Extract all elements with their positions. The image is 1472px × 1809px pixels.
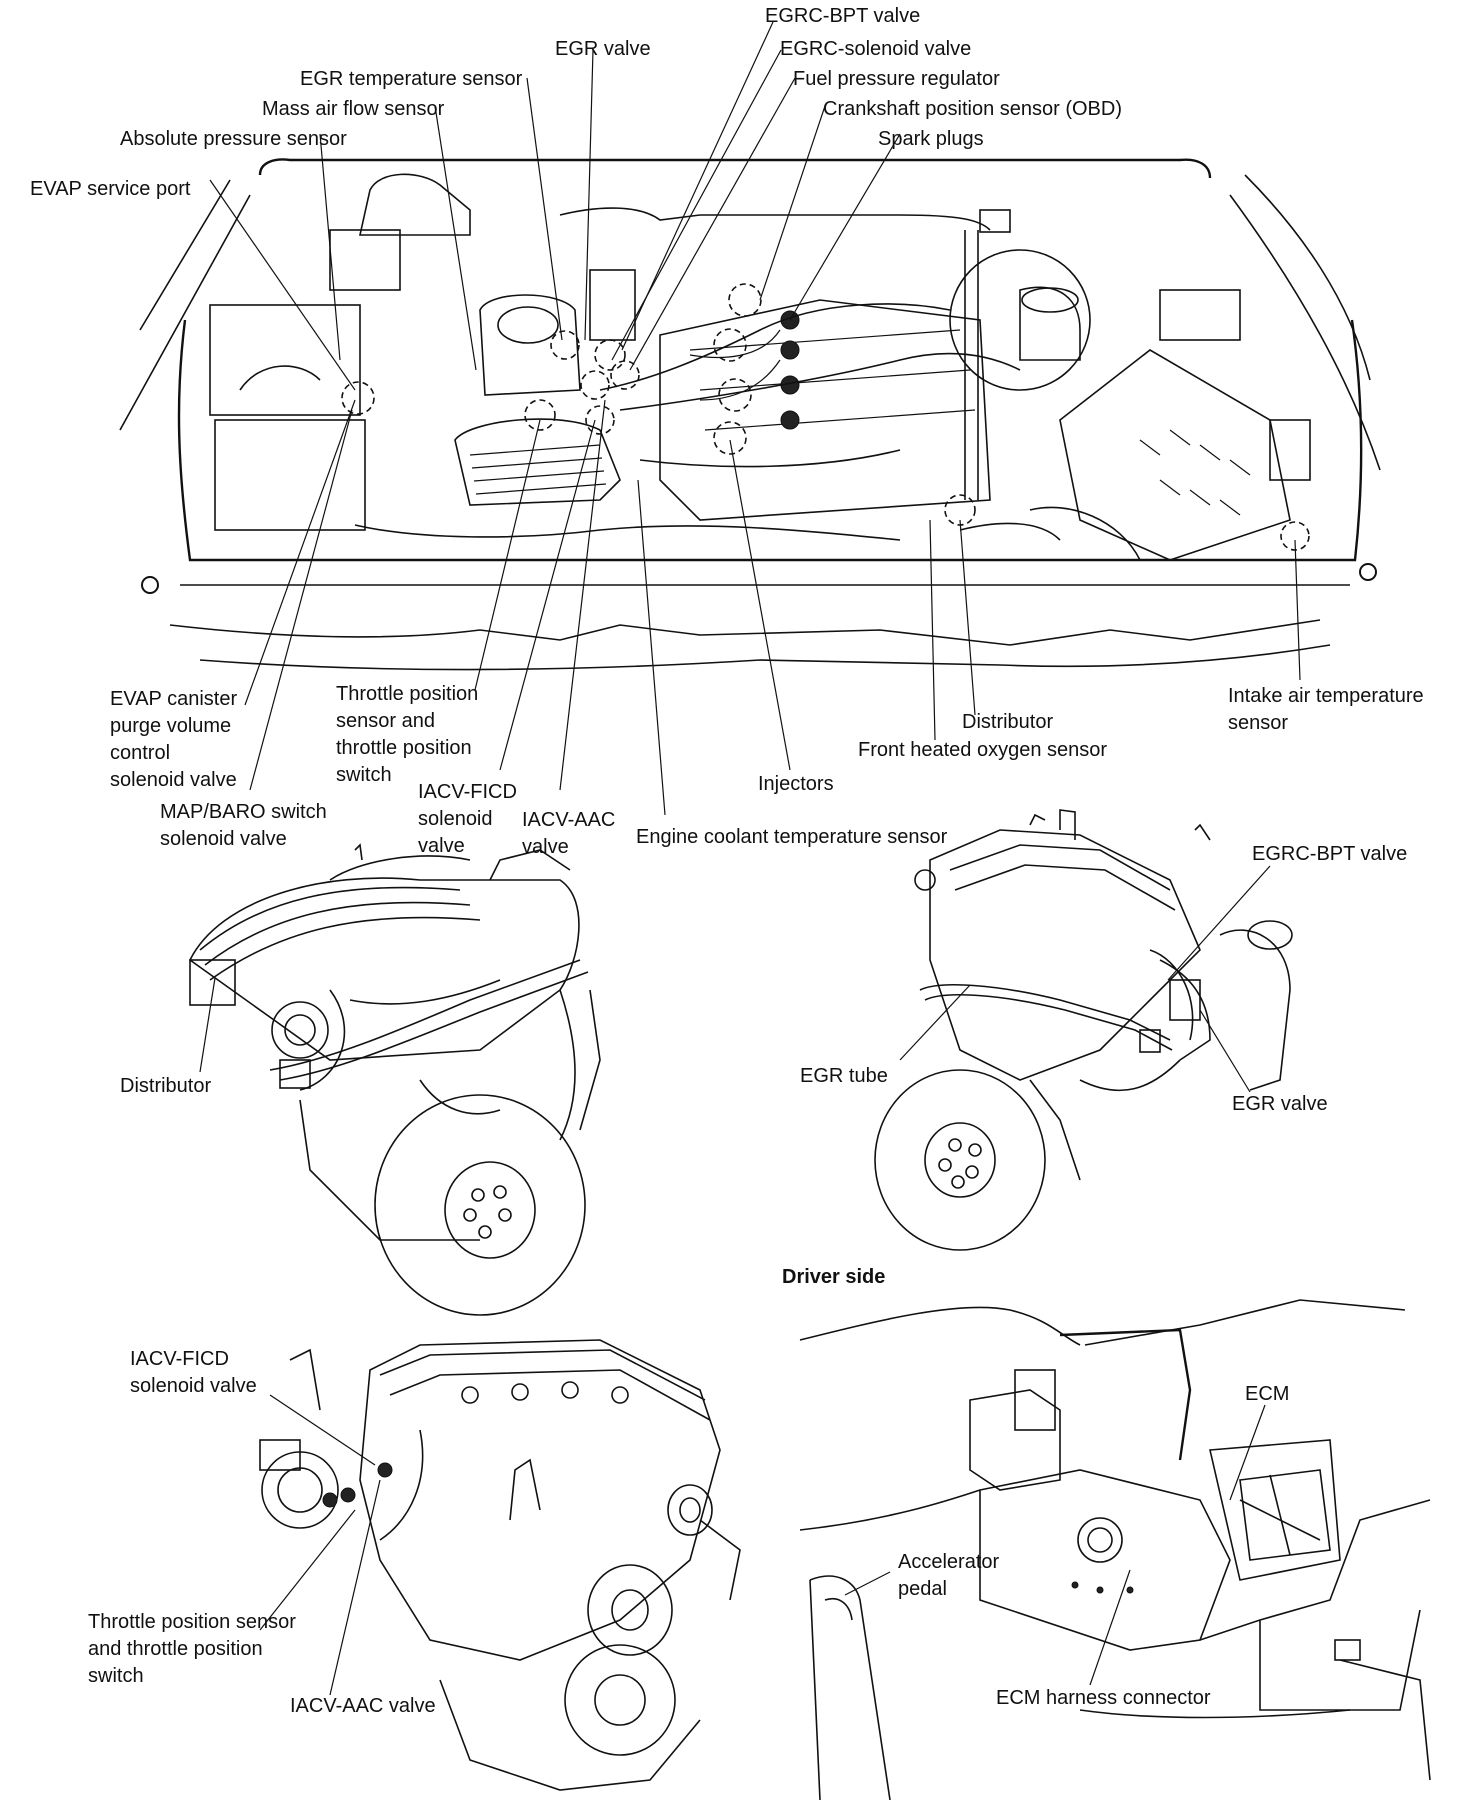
label-iacv-ficd-top: IACV-FICD solenoid valve	[418, 781, 522, 857]
label-egrc-bpt-valve: EGRC-BPT valve	[765, 5, 920, 27]
label-ecm-harness-connector: ECM harness connector	[996, 1687, 1211, 1709]
label-egr-valve: EGR valve	[555, 38, 651, 60]
label-distributor: Distributor	[962, 711, 1053, 733]
engine-compartment-illustration	[119, 21, 1381, 816]
engine-bottom-labels: IACV-FICD solenoid valve Throttle positi…	[88, 1348, 436, 1717]
label-evap-canister: EVAP canister purge volume control solen…	[110, 688, 243, 791]
label-intake-air-temperature-sensor: Intake air temperature sensor	[1228, 685, 1429, 734]
label-egr-temperature-sensor: EGR temperature sensor	[300, 68, 523, 90]
label-spark-plugs: Spark plugs	[878, 128, 984, 150]
label-throttle-position-sensor: Throttle position sensor and throttle po…	[336, 683, 484, 786]
label-engine-coolant-temperature-sensor: Engine coolant temperature sensor	[636, 826, 948, 848]
label-iacv-aac-top: IACV-AAC valve	[522, 809, 621, 858]
label-egr-tube: EGR tube	[800, 1065, 888, 1087]
driver-side-labels: ECM Accelerator pedal ECM harness connec…	[844, 1383, 1289, 1709]
label-map-baro-switch: MAP/BARO switch solenoid valve	[160, 801, 332, 850]
air-cleaner	[959, 289, 1311, 561]
label-fuel-pressure-regulator: Fuel pressure regulator	[793, 68, 1000, 90]
label-iacv-ficd-bottom-view: IACV-FICD solenoid valve	[130, 1348, 257, 1397]
engine-view-right	[874, 809, 1293, 1251]
label-accelerator-pedal: Accelerator pedal	[898, 1551, 1005, 1600]
intake-manifold	[454, 269, 636, 506]
callout-circles	[341, 283, 1310, 551]
label-egrc-bpt-valve-right-view: EGRC-BPT valve	[1252, 843, 1407, 865]
engine-right-labels: EGRC-BPT valve EGR tube EGR valve	[800, 843, 1407, 1115]
label-crankshaft-position-sensor: Crankshaft position sensor (OBD)	[823, 98, 1122, 120]
engine-view-bottom	[259, 1339, 741, 1791]
driver-side-title: Driver side	[782, 1266, 885, 1288]
top-labels: EGRC-BPT valve EGR valve EGRC-solenoid v…	[30, 5, 1122, 200]
label-throttle-position-bottom-view: Throttle position sensor and throttle po…	[88, 1611, 301, 1687]
driver-side-view: Driver side	[782, 1266, 1431, 1801]
label-egrc-solenoid-valve: EGRC-solenoid valve	[780, 38, 971, 60]
label-distributor-left-view: Distributor	[120, 1075, 211, 1097]
rocker-cover	[659, 299, 991, 521]
label-evap-service-port: EVAP service port	[30, 178, 191, 200]
label-iacv-aac-valve-bottom-view: IACV-AAC valve	[290, 1695, 436, 1717]
engine-left-labels: Distributor	[120, 977, 216, 1097]
label-mass-air-flow-sensor: Mass air flow sensor	[262, 98, 445, 120]
label-ecm: ECM	[1245, 1383, 1289, 1405]
engine-view-left	[188, 843, 601, 1316]
bottom-labels: EVAP canister purge volume control solen…	[110, 683, 1429, 858]
label-egr-valve-right-view: EGR valve	[1232, 1093, 1328, 1115]
label-front-heated-oxygen-sensor: Front heated oxygen sensor	[858, 739, 1107, 761]
label-absolute-pressure-sensor: Absolute pressure sensor	[120, 128, 347, 150]
label-injectors: Injectors	[758, 773, 834, 795]
brake-booster	[949, 249, 1091, 391]
